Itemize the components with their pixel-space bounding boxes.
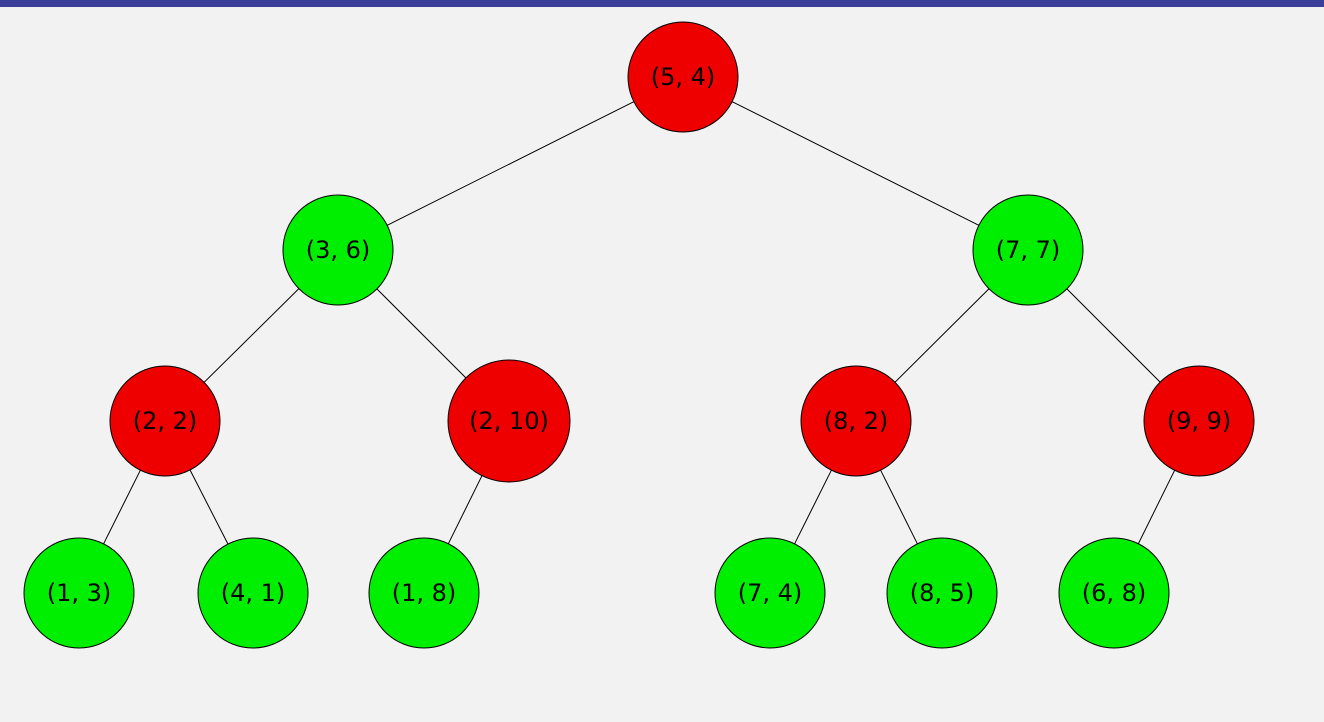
tree-node: (1, 8)	[368, 537, 480, 649]
tree-node: (1, 3)	[23, 537, 135, 649]
edges-layer	[103, 101, 1176, 545]
tree-edge	[189, 469, 229, 545]
nodes-layer: (5, 4) (3, 6) (7, 7) (2, 2) (2, 10) (8, 2) (9,…	[23, 21, 1255, 649]
tree-node-circle	[109, 365, 221, 477]
tree-node: (8, 5)	[886, 537, 998, 649]
tree-node: (8, 2)	[800, 365, 912, 477]
tree-node-circle	[886, 537, 998, 649]
tree-edge	[794, 469, 832, 545]
tree-node-circle	[1143, 365, 1255, 477]
tree-node-circle	[1058, 537, 1170, 649]
tree-node-circle	[447, 359, 571, 483]
tree-node-label: (3, 6)	[306, 236, 371, 264]
tree-edge	[894, 288, 990, 383]
tree-node-label: (8, 5)	[910, 579, 975, 607]
tree-edge	[1137, 470, 1176, 544]
tree-node-label: (6, 8)	[1082, 579, 1147, 607]
tree-node-label: (9, 9)	[1167, 407, 1232, 435]
tree-node-label: (7, 7)	[996, 236, 1061, 264]
tree-node-label: (1, 8)	[392, 579, 457, 607]
tree-node-label: (4, 1)	[221, 579, 286, 607]
tree-node-circle	[197, 537, 309, 649]
tree-node-label: (2, 2)	[133, 407, 198, 435]
tree-node-circle	[282, 194, 394, 306]
tree-node-circle	[972, 194, 1084, 306]
tree-edge	[386, 101, 635, 226]
tree-node-label: (2, 10)	[469, 407, 549, 435]
tree-node: (6, 8)	[1058, 537, 1170, 649]
tree-node-label: (8, 2)	[824, 407, 889, 435]
tree-node-label: (1, 3)	[47, 579, 112, 607]
tree-edge	[447, 475, 483, 544]
tree-node-label: (7, 4)	[738, 579, 803, 607]
header-bar	[0, 0, 1324, 7]
tree-node: (9, 9)	[1143, 365, 1255, 477]
tree-node: (5, 4)	[627, 21, 739, 133]
tree-node: (7, 7)	[972, 194, 1084, 306]
tree-node-circle	[23, 537, 135, 649]
tree-edge	[103, 469, 141, 545]
tree-edge	[731, 101, 980, 226]
tree-node-circle	[714, 537, 826, 649]
tree-edge	[376, 288, 467, 379]
tree-node-circle	[368, 537, 480, 649]
tree-node: (2, 10)	[447, 359, 571, 483]
tree-edge	[203, 288, 300, 383]
tree-node: (2, 2)	[109, 365, 221, 477]
tree-node-circle	[627, 21, 739, 133]
tree-edge	[1066, 288, 1161, 383]
tree-node-circle	[800, 365, 912, 477]
tree-node: (3, 6)	[282, 194, 394, 306]
tree-node: (7, 4)	[714, 537, 826, 649]
tree-node-label: (5, 4)	[651, 63, 716, 91]
tree-node: (4, 1)	[197, 537, 309, 649]
tree-edge	[880, 469, 918, 545]
